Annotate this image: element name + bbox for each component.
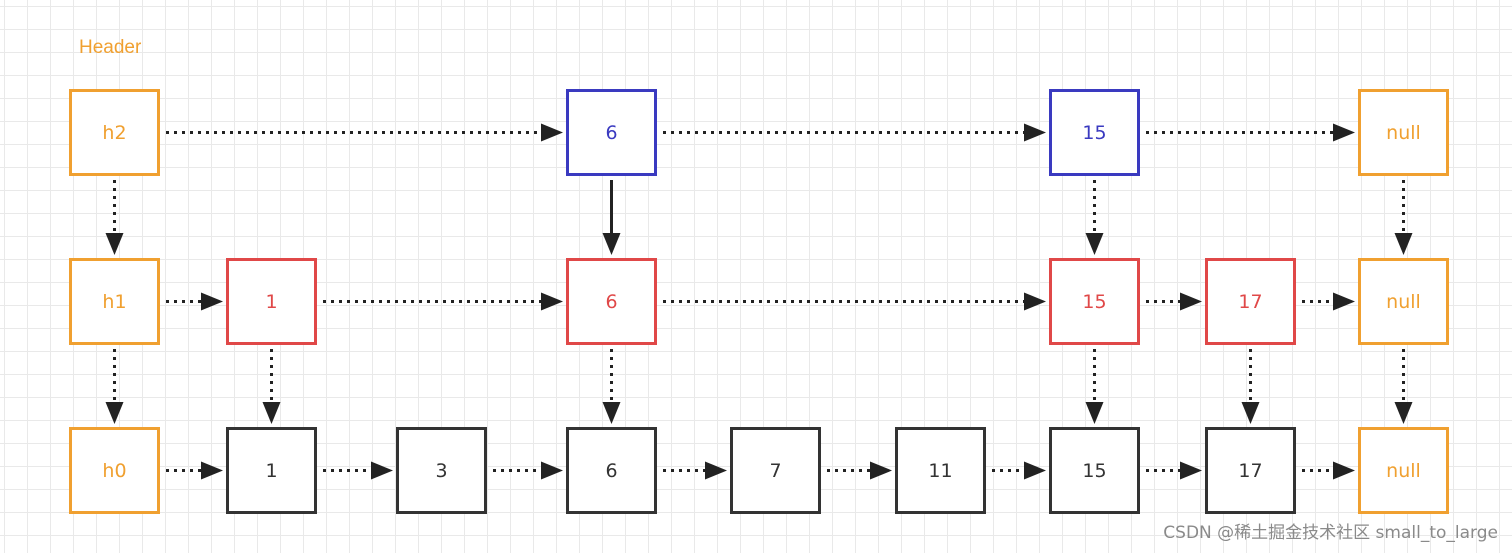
level-1-node-15: 15 [1049, 258, 1140, 345]
level-0-node-11: 11 [895, 427, 986, 514]
level-1-vertical-arrow-4 [1241, 349, 1260, 424]
level-0-node-7: 7 [730, 427, 821, 514]
level-1-horizontal-arrow-2 [663, 292, 1046, 311]
level-2-node-15: 15 [1049, 89, 1140, 176]
level-1-node-1-label: 1 [265, 290, 278, 313]
level-1-vertical-arrow-3 [1085, 349, 1104, 424]
level-0-node-15: 15 [1049, 427, 1140, 514]
level-2-node-6-label: 6 [605, 121, 618, 144]
level-2-vertical-arrow-2 [1085, 180, 1104, 255]
level-1-horizontal-arrow-4 [1302, 292, 1355, 311]
level-0-node-3: 3 [396, 427, 487, 514]
level-2-horizontal-arrow-0 [166, 123, 563, 142]
level-1-node-1: 1 [226, 258, 317, 345]
level-1-vertical-arrow-2 [602, 349, 621, 424]
level-1-horizontal-arrow-1 [323, 292, 563, 311]
level-0-node-15-label: 15 [1082, 459, 1107, 482]
level-0-horizontal-arrow-3 [663, 461, 727, 480]
level-1-head-node: h1 [69, 258, 160, 345]
level-1-node-17-label: 17 [1238, 290, 1263, 313]
level-0-node-17-label: 17 [1238, 459, 1263, 482]
level-1-tail-node: null [1358, 258, 1449, 345]
level-2-vertical-arrow-0 [105, 180, 124, 255]
level-0-node-6-label: 6 [605, 459, 618, 482]
level-0-node-1: 1 [226, 427, 317, 514]
level-0-node-17: 17 [1205, 427, 1296, 514]
level-1-horizontal-arrow-0 [166, 292, 223, 311]
level-0-tail-node: null [1358, 427, 1449, 514]
level-1-vertical-arrow-1 [262, 349, 281, 424]
level-0-node-6: 6 [566, 427, 657, 514]
level-1-tail-node-label: null [1386, 290, 1421, 313]
level-0-horizontal-arrow-2 [493, 461, 563, 480]
level-1-head-node-label: h1 [102, 290, 127, 313]
level-0-node-7-label: 7 [769, 459, 782, 482]
level-2-node-6: 6 [566, 89, 657, 176]
level-0-node-11-label: 11 [928, 459, 953, 482]
level-2-head-node: h2 [69, 89, 160, 176]
level-1-node-6: 6 [566, 258, 657, 345]
level-0-horizontal-arrow-1 [323, 461, 393, 480]
level-1-horizontal-arrow-3 [1146, 292, 1202, 311]
level-0-horizontal-arrow-0 [166, 461, 223, 480]
level-0-node-1-label: 1 [265, 459, 278, 482]
level-0-horizontal-arrow-6 [1146, 461, 1202, 480]
level-1-node-15-label: 15 [1082, 290, 1107, 313]
level-0-head-node-label: h0 [102, 459, 127, 482]
level-2-vertical-arrow-3 [1394, 180, 1413, 255]
level-1-vertical-arrow-5 [1394, 349, 1413, 424]
level-2-horizontal-arrow-2 [1146, 123, 1355, 142]
level-2-head-node-label: h2 [102, 121, 127, 144]
level-0-horizontal-arrow-7 [1302, 461, 1355, 480]
level-0-node-3-label: 3 [435, 459, 448, 482]
level-2-vertical-arrow-1 [602, 180, 621, 255]
level-1-node-17: 17 [1205, 258, 1296, 345]
level-2-node-15-label: 15 [1082, 121, 1107, 144]
level-0-horizontal-arrow-5 [992, 461, 1046, 480]
level-1-node-6-label: 6 [605, 290, 618, 313]
level-1-vertical-arrow-0 [105, 349, 124, 424]
level-2-horizontal-arrow-1 [663, 123, 1046, 142]
level-2-tail-node-label: null [1386, 121, 1421, 144]
level-2-tail-node: null [1358, 89, 1449, 176]
level-0-horizontal-arrow-4 [827, 461, 892, 480]
level-0-tail-node-label: null [1386, 459, 1421, 482]
header-label: Header [79, 37, 142, 58]
watermark: CSDN @稀土掘金技术社区 small_to_large [1163, 523, 1498, 543]
level-0-head-node: h0 [69, 427, 160, 514]
